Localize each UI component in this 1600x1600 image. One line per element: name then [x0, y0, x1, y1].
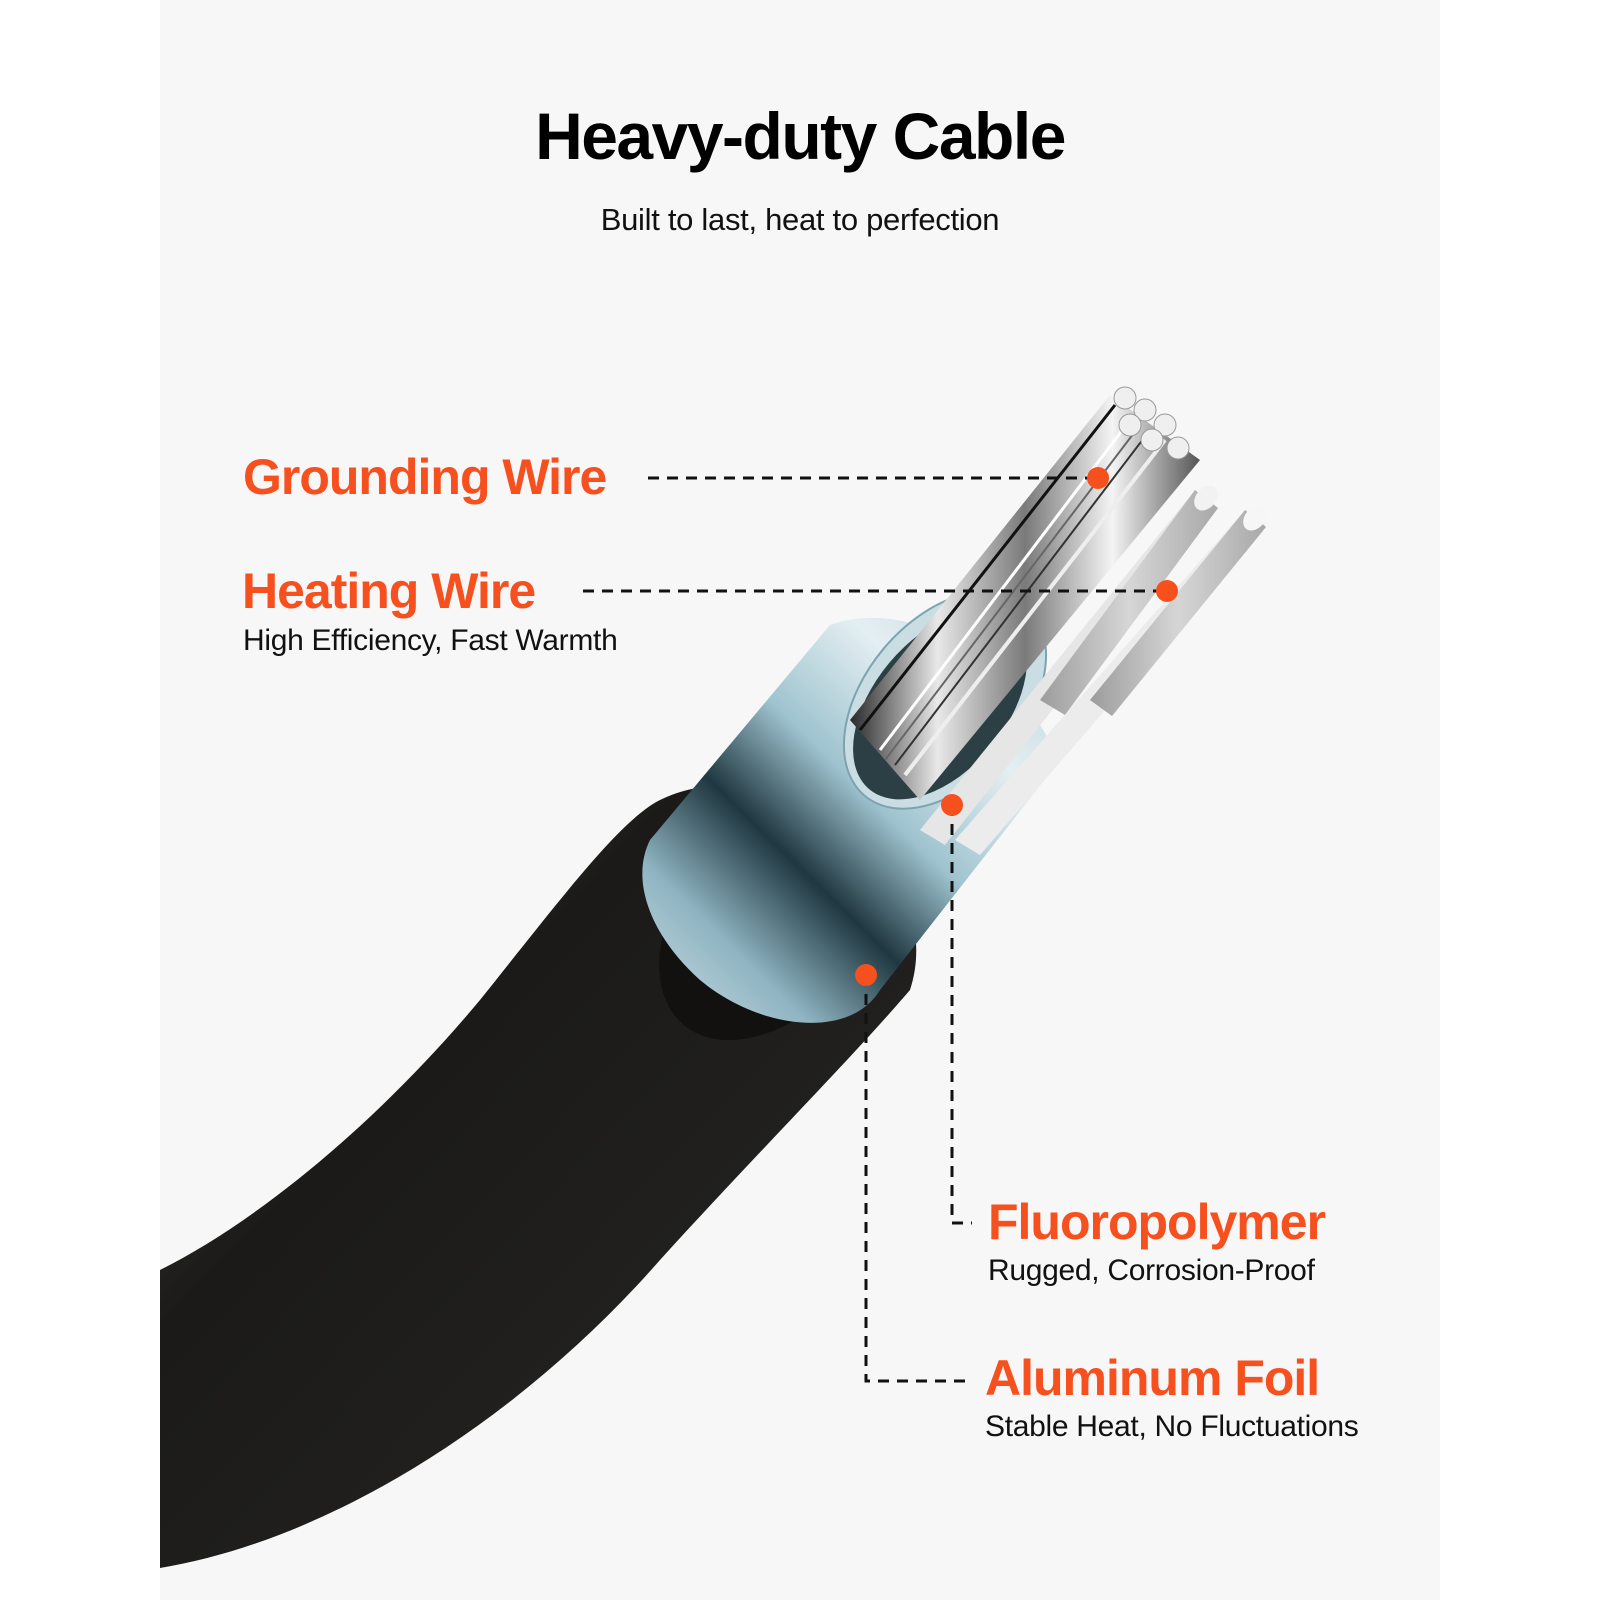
marker-dot-grounding — [1087, 467, 1109, 489]
callout-label-heating-wire: Heating Wire — [242, 563, 536, 619]
callout-label-grounding-wire: Grounding Wire — [243, 449, 607, 505]
marker-dot-fluoropolymer — [941, 794, 963, 816]
marker-dot-aluminum — [855, 964, 877, 986]
callout-label-fluoropolymer: Fluoropolymer — [988, 1194, 1326, 1250]
callout-desc-fluoropolymer: Rugged, Corrosion-Proof — [988, 1254, 1315, 1287]
callout-label-aluminum-foil: Aluminum Foil — [985, 1350, 1320, 1406]
marker-dot-heating — [1156, 580, 1178, 602]
callout-desc-heating-wire: High Efficiency, Fast Warmth — [243, 624, 618, 657]
heating-wires — [920, 485, 1267, 855]
leader-aluminum — [864, 975, 970, 1383]
page-title: Heavy-duty Cable — [535, 99, 1066, 173]
page-subtitle: Built to last, heat to perfection — [600, 202, 1000, 237]
leader-fluoropolymer — [950, 805, 972, 1225]
callout-desc-aluminum-foil: Stable Heat, No Fluctuations — [985, 1410, 1359, 1443]
